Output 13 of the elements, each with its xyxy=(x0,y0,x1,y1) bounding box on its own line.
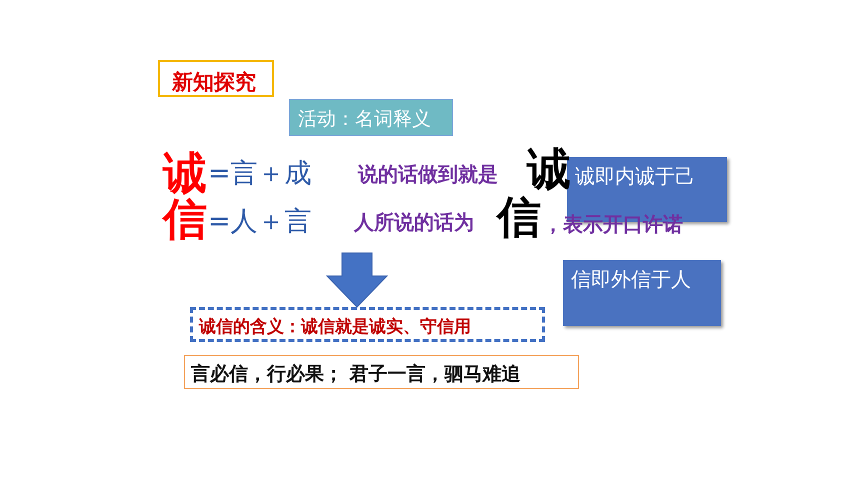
formula-text: =言＋成 xyxy=(208,160,312,187)
heading-box: 新知探究 xyxy=(158,60,274,97)
formula-text: =人＋言 xyxy=(208,208,312,235)
quote-box: 言必信，行必果； 君子一言，驷马难追 xyxy=(184,355,579,389)
info-box: 信即外信于人 xyxy=(563,260,721,326)
big-character: 信 xyxy=(163,198,207,242)
block-arrow xyxy=(326,252,388,308)
big-character: 诚 xyxy=(163,152,207,196)
dashed-box: 诚信的含义：诚信就是诚实、守信用 xyxy=(190,307,545,342)
explanation-text: 说的话做到就是 xyxy=(358,164,498,184)
big-character: 信 xyxy=(497,196,541,240)
activity-box: 活动：名词释义 xyxy=(289,99,453,136)
explanation-text: 人所说的话为 xyxy=(354,212,474,232)
